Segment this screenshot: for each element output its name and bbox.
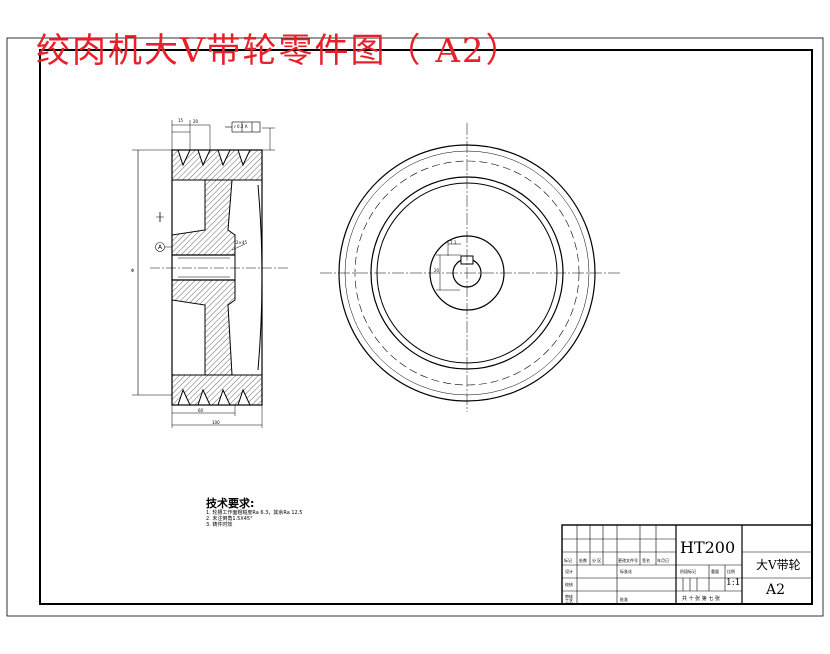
- tb-part-name: 大V带轮: [756, 558, 801, 572]
- tb-header-0: 标记: [564, 558, 572, 563]
- tb-sheet-size: A2: [766, 582, 786, 598]
- section-view: [132, 120, 290, 428]
- dim-bottom-small: 60: [198, 408, 204, 413]
- tech-item: 3. 铸件时效: [206, 522, 233, 528]
- tech-requirements-heading: 技术要求:: [206, 497, 255, 510]
- sheet-outer-border: [6, 37, 824, 617]
- tb-sheet-label: 共 十 张 第 七 张: [682, 596, 720, 602]
- tb-scale: 1:1: [726, 578, 741, 588]
- dim-keyway-top: 7.1: [450, 240, 457, 245]
- tb-weight-label: 重量: [711, 569, 719, 574]
- datum-label: A: [158, 244, 163, 251]
- tech-item: 1. 轮槽工作面粗糙度Ra 6.3，其余Ra 12.5: [206, 510, 303, 516]
- dim-top-width: 15: [178, 118, 184, 123]
- hub-note: 2×45: [236, 240, 247, 245]
- tolerance-frame: ⫽ 0.2 A: [234, 124, 248, 129]
- tech-requirements-list: 1. 轮槽工作面粗糙度Ra 6.3，其余Ra 12.5 2. 未注倒角1.5X4…: [206, 510, 302, 528]
- tb-side-design: 设计: [565, 569, 573, 574]
- rim-top-section: [171, 149, 263, 181]
- drawing-title: 绞肉机大V带轮零件图（ A2）: [36, 31, 522, 71]
- tb-material: HT200: [680, 538, 736, 557]
- tb-side-process: 工艺: [565, 598, 573, 603]
- front-view: [320, 123, 620, 412]
- tb-scale-label: 比例: [727, 569, 735, 574]
- tech-item: 2. 未注倒角1.5X45°: [206, 516, 253, 522]
- tb-header-2: 分 区: [592, 558, 602, 563]
- tb-side-review: 审核: [565, 594, 573, 599]
- dim-top-pitch: 20: [193, 119, 199, 124]
- tb-side-check: 校核: [565, 582, 573, 587]
- dim-keyway-side: 20: [434, 268, 440, 273]
- tb-header-3: 更改文件号: [618, 558, 638, 563]
- tb-stage-label: 阶段标记: [680, 569, 696, 574]
- title-block: [561, 524, 813, 605]
- tb-standardization: 标准化: [620, 569, 632, 574]
- tb-header-4: 签名: [642, 558, 650, 563]
- tb-header-1: 处数: [579, 558, 587, 563]
- tb-header-5: 年月日: [657, 558, 669, 563]
- tb-approve: 批准: [620, 597, 628, 602]
- web-bottom-section: [171, 279, 236, 376]
- dim-bottom-total: 100: [212, 420, 220, 425]
- rim-bottom-section: [171, 374, 263, 406]
- dim-left-vertical: Φ: [131, 268, 135, 273]
- web-top-section: [171, 179, 236, 256]
- sheet-inner-frame: [39, 49, 813, 605]
